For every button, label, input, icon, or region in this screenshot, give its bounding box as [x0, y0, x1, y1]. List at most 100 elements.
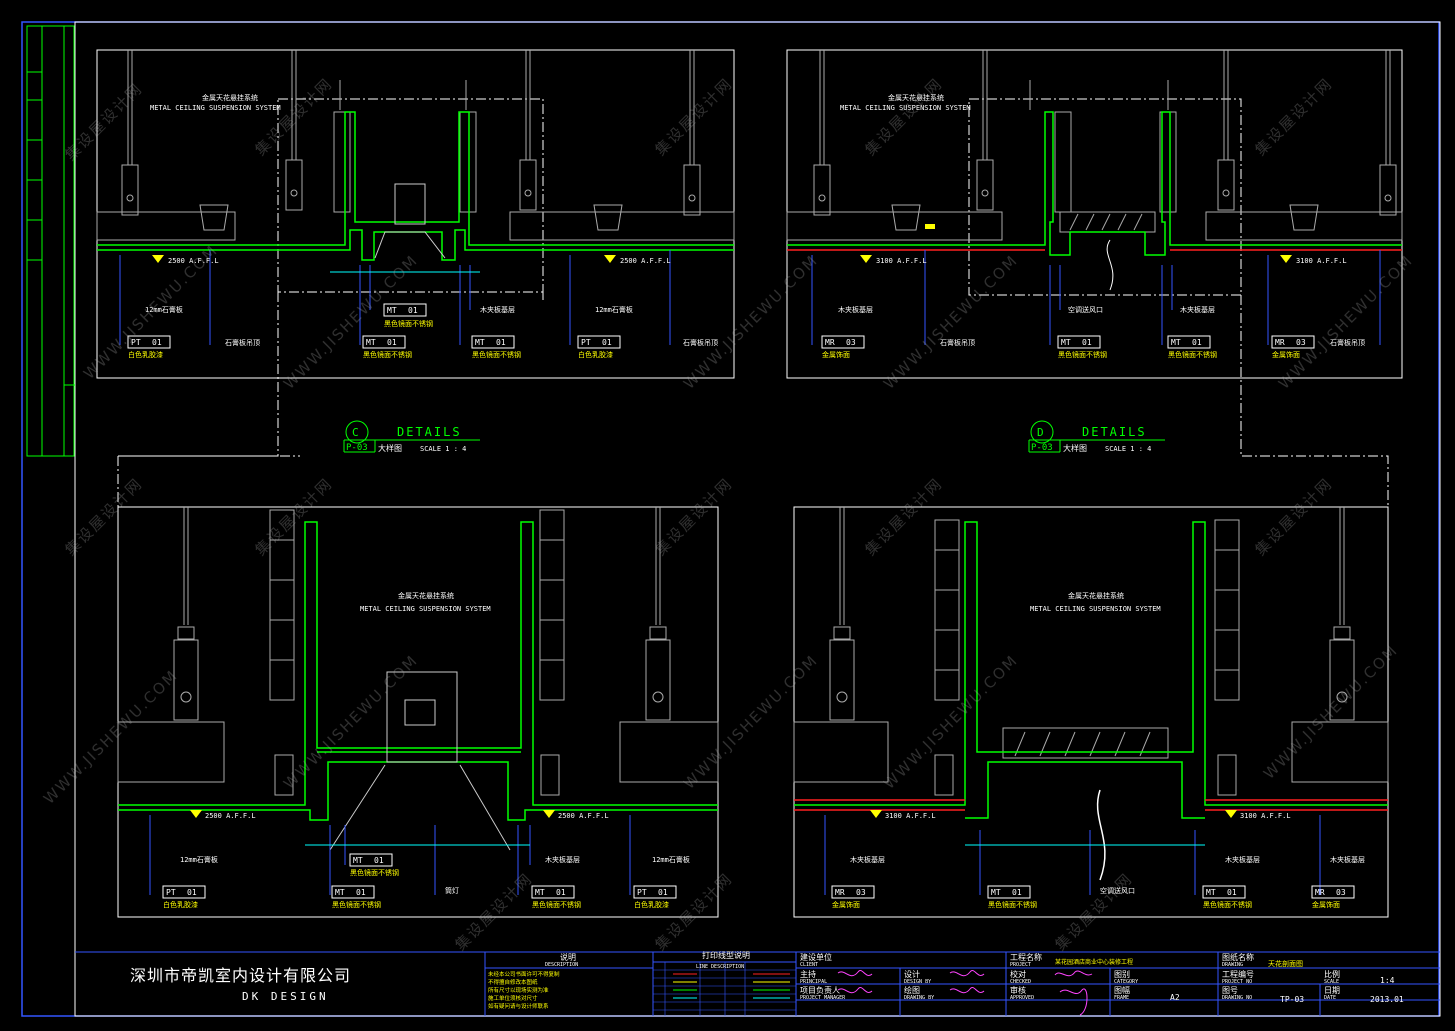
tag-code: MR — [835, 888, 845, 897]
note-5: 石膏板吊顶 — [683, 338, 718, 347]
level-left: 2500 A.F.F.L — [205, 812, 256, 820]
category-en: CATEGORY — [1114, 979, 1138, 985]
bottom-right-detail: 金属天花悬挂系统 METAL CEILING SUSPENSION SYSTEM… — [793, 507, 1389, 909]
note-en: METAL CEILING SUSPENSION SYSTEM — [1030, 605, 1161, 613]
tag-desc: 金属饰面 — [832, 900, 860, 909]
tag-desc: 黑色镜面不锈钢 — [332, 900, 381, 909]
drawing-no-label: 图号 — [1222, 986, 1238, 995]
approved-label: 审核 — [1010, 985, 1026, 995]
detail-frame-bottom-right — [793, 506, 1389, 918]
tag-code: MT — [1061, 338, 1071, 347]
notes-line: 施工单位须核对尺寸 — [488, 994, 538, 1002]
tag-code: MT — [1206, 888, 1216, 897]
date-en: DATE — [1324, 995, 1336, 1001]
tag-code: MR — [1315, 888, 1325, 897]
tag-desc: 金属饰面 — [822, 350, 850, 359]
note-en: METAL CEILING SUSPENSION SYSTEM — [840, 104, 971, 112]
drawing-title: 天花剖面图 — [1268, 959, 1303, 968]
tag-desc: 白色乳胶漆 — [578, 350, 613, 359]
note-3: 木夹板基层 — [480, 305, 515, 314]
bottom-left-detail: 金属天花悬挂系统 METAL CEILING SUSPENSION SYSTEM… — [117, 507, 719, 909]
drawing-no: TP-03 — [1280, 995, 1304, 1004]
date-label: 日期 — [1324, 986, 1340, 995]
title-block: 说明 DESCRIPTION 未经本公司书面许可不得复制 不得擅自修改本图纸 所… — [75, 950, 1440, 1016]
tag-num: 01 — [602, 338, 612, 347]
tag-desc: 黑色镜面不锈钢 — [988, 900, 1037, 909]
tag-desc: 黑色镜面不锈钢 — [532, 900, 581, 909]
level-marker — [190, 810, 202, 818]
level-marker — [860, 255, 872, 263]
checked-en: CHECKED — [1010, 979, 1031, 985]
tag-num: 01 — [187, 888, 197, 897]
callout-letter: D — [1037, 426, 1044, 439]
tag-num: 01 — [152, 338, 162, 347]
tag-num: 01 — [374, 856, 384, 865]
tag-num: 01 — [658, 888, 668, 897]
note-2: 空调送风口 — [1100, 886, 1135, 895]
tag-code: MR — [1275, 338, 1285, 347]
tag-desc: 白色乳胶漆 — [634, 900, 669, 909]
notes-line: 如有疑问请与设计师联系 — [488, 1002, 549, 1010]
tag-code: PT — [131, 338, 141, 347]
detail-frame-bottom-left — [117, 506, 719, 918]
note-cn: 金属天花悬挂系统 — [1068, 591, 1124, 600]
note-1: 木夹板基层 — [838, 305, 873, 314]
date-value: 2013.01 — [1370, 995, 1404, 1004]
level-marker — [543, 810, 555, 818]
drawing-en: DRAWING BY — [904, 995, 934, 1001]
level-marker — [1225, 810, 1237, 818]
note-3: 木夹板基层 — [545, 855, 580, 864]
tag-desc: 黑色镜面不锈钢 — [350, 868, 399, 877]
note-3: 空调送风口 — [1068, 305, 1103, 314]
tag-num: 01 — [1192, 338, 1202, 347]
design-en: DESIGN BY — [904, 979, 931, 985]
tag-desc: 黑色镜面不锈钢 — [1203, 900, 1252, 909]
note-cn: 金属天花悬挂系统 — [202, 93, 258, 102]
level-left: 2500 A.F.F.L — [168, 257, 219, 265]
manager-en: PROJECT MANAGER — [800, 995, 846, 1001]
level-marker — [604, 255, 616, 263]
callout-cn: 大样图 — [378, 443, 402, 453]
level-right: 3100 A.F.F.L — [1240, 812, 1291, 820]
tag-code: PT — [166, 888, 176, 897]
tag-group: MR 03 金属饰面 MT 01 黑色镜面不锈钢 MT 01 黑色镜面不锈钢 M… — [821, 335, 1315, 359]
top-right-detail: 金属天花悬挂系统 METAL CEILING SUSPENSION SYSTEM… — [786, 50, 1403, 359]
detail-frame-top-left — [96, 49, 735, 379]
tag-code: MT — [1171, 338, 1181, 347]
drawing-no-en: DRAWING NO — [1222, 995, 1252, 1001]
note-2: 筒灯 — [445, 886, 459, 895]
top-left-detail: 金属天花悬挂系统 METAL CEILING SUSPENSION SYSTEM… — [96, 50, 735, 359]
tag-num: 01 — [1012, 888, 1022, 897]
note-4: 12mm石膏板 — [652, 855, 690, 864]
tag-num: 01 — [387, 338, 397, 347]
level-right: 3100 A.F.F.L — [1296, 257, 1347, 265]
scale-label: 比例 — [1324, 969, 1340, 979]
tag-code: MT — [991, 888, 1001, 897]
tag-num: 01 — [1227, 888, 1237, 897]
tag-desc: 黑色镜面不锈钢 — [1168, 350, 1217, 359]
notes-line: 未经本公司书面许可不得复制 — [488, 970, 560, 978]
callout-c: C P-03 DETAILS 大样图 SCALE 1 : 4 — [343, 420, 480, 453]
tag-code: PT — [637, 888, 647, 897]
line-title-en: LINE DESCRIPTION — [696, 964, 744, 970]
tag-desc: 白色乳胶漆 — [163, 900, 198, 909]
tag-desc: 金属饰面 — [1312, 900, 1340, 909]
callout-letter: C — [352, 426, 359, 439]
tag-desc: 黑色镜面不锈钢 — [472, 350, 521, 359]
tag-code: MT — [353, 856, 363, 865]
tag-num: 01 — [356, 888, 366, 897]
note-4: 木夹板基层 — [1330, 855, 1365, 864]
tag-desc: 黑色镜面不锈钢 — [363, 350, 412, 359]
firm-name-en: DK DESIGN — [242, 990, 329, 1003]
tag-desc: 白色乳胶漆 — [128, 350, 163, 359]
frame-label: 图幅 — [1114, 985, 1130, 995]
category-label: 图别 — [1114, 970, 1130, 979]
tag-group: PT 01 白色乳胶漆 MT 01 黑色镜面不锈钢 MT 01 黑色镜面不锈钢 … — [127, 303, 621, 359]
frame-en: FRAME — [1114, 995, 1129, 1001]
outer-frame — [21, 21, 1440, 1017]
notes-title: 说明 — [560, 952, 576, 962]
project-en: PROJECT — [1010, 962, 1031, 968]
level-right: 2500 A.F.F.L — [620, 257, 671, 265]
tag-num: 01 — [408, 306, 418, 315]
tag-code: MT — [366, 338, 376, 347]
